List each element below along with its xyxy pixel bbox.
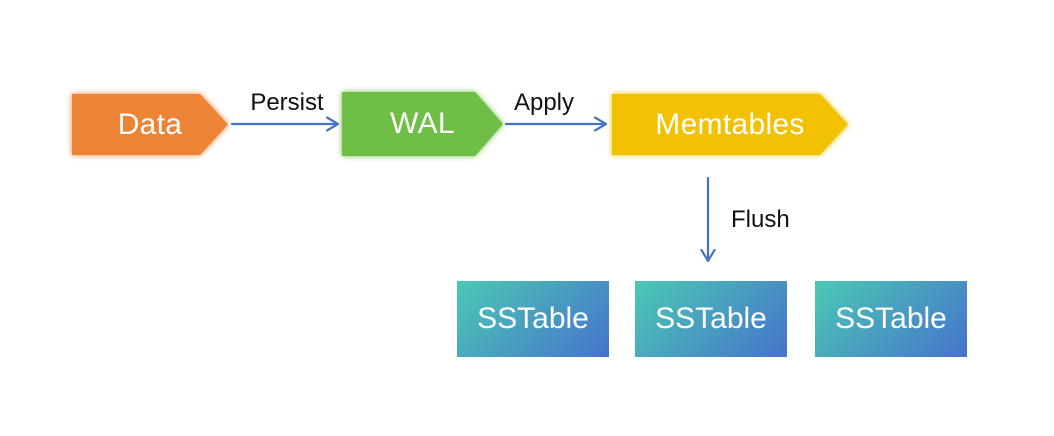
node-wal-label: WAL: [390, 107, 455, 140]
persist-arrow-icon: [230, 116, 340, 132]
node-data-label: Data: [117, 107, 183, 141]
memtables-pentagon-shape: Memtables: [612, 94, 848, 155]
node-sstable-3: SSTable: [815, 281, 967, 357]
sstable-2-label: SSTable: [655, 302, 767, 335]
flush-arrow-icon: [700, 176, 716, 263]
node-wal: WAL: [342, 92, 503, 156]
sstable-3-label: SSTable: [835, 302, 947, 335]
node-memtables-label: Memtables: [655, 107, 805, 141]
node-data: Data: [72, 94, 228, 155]
data-pentagon-shape: Data: [72, 94, 228, 155]
apply-arrow-icon: [504, 116, 608, 132]
node-memtables: Memtables: [612, 94, 848, 155]
sstable-1-label: SSTable: [477, 302, 589, 335]
flush-edge-label: Flush: [731, 206, 790, 233]
node-sstable-2: SSTable: [635, 281, 787, 357]
persist-edge-label: Persist: [250, 89, 324, 116]
node-sstable-1: SSTable: [457, 281, 609, 357]
wal-pentagon-shape: WAL: [342, 92, 503, 156]
apply-edge-label: Apply: [513, 89, 575, 116]
